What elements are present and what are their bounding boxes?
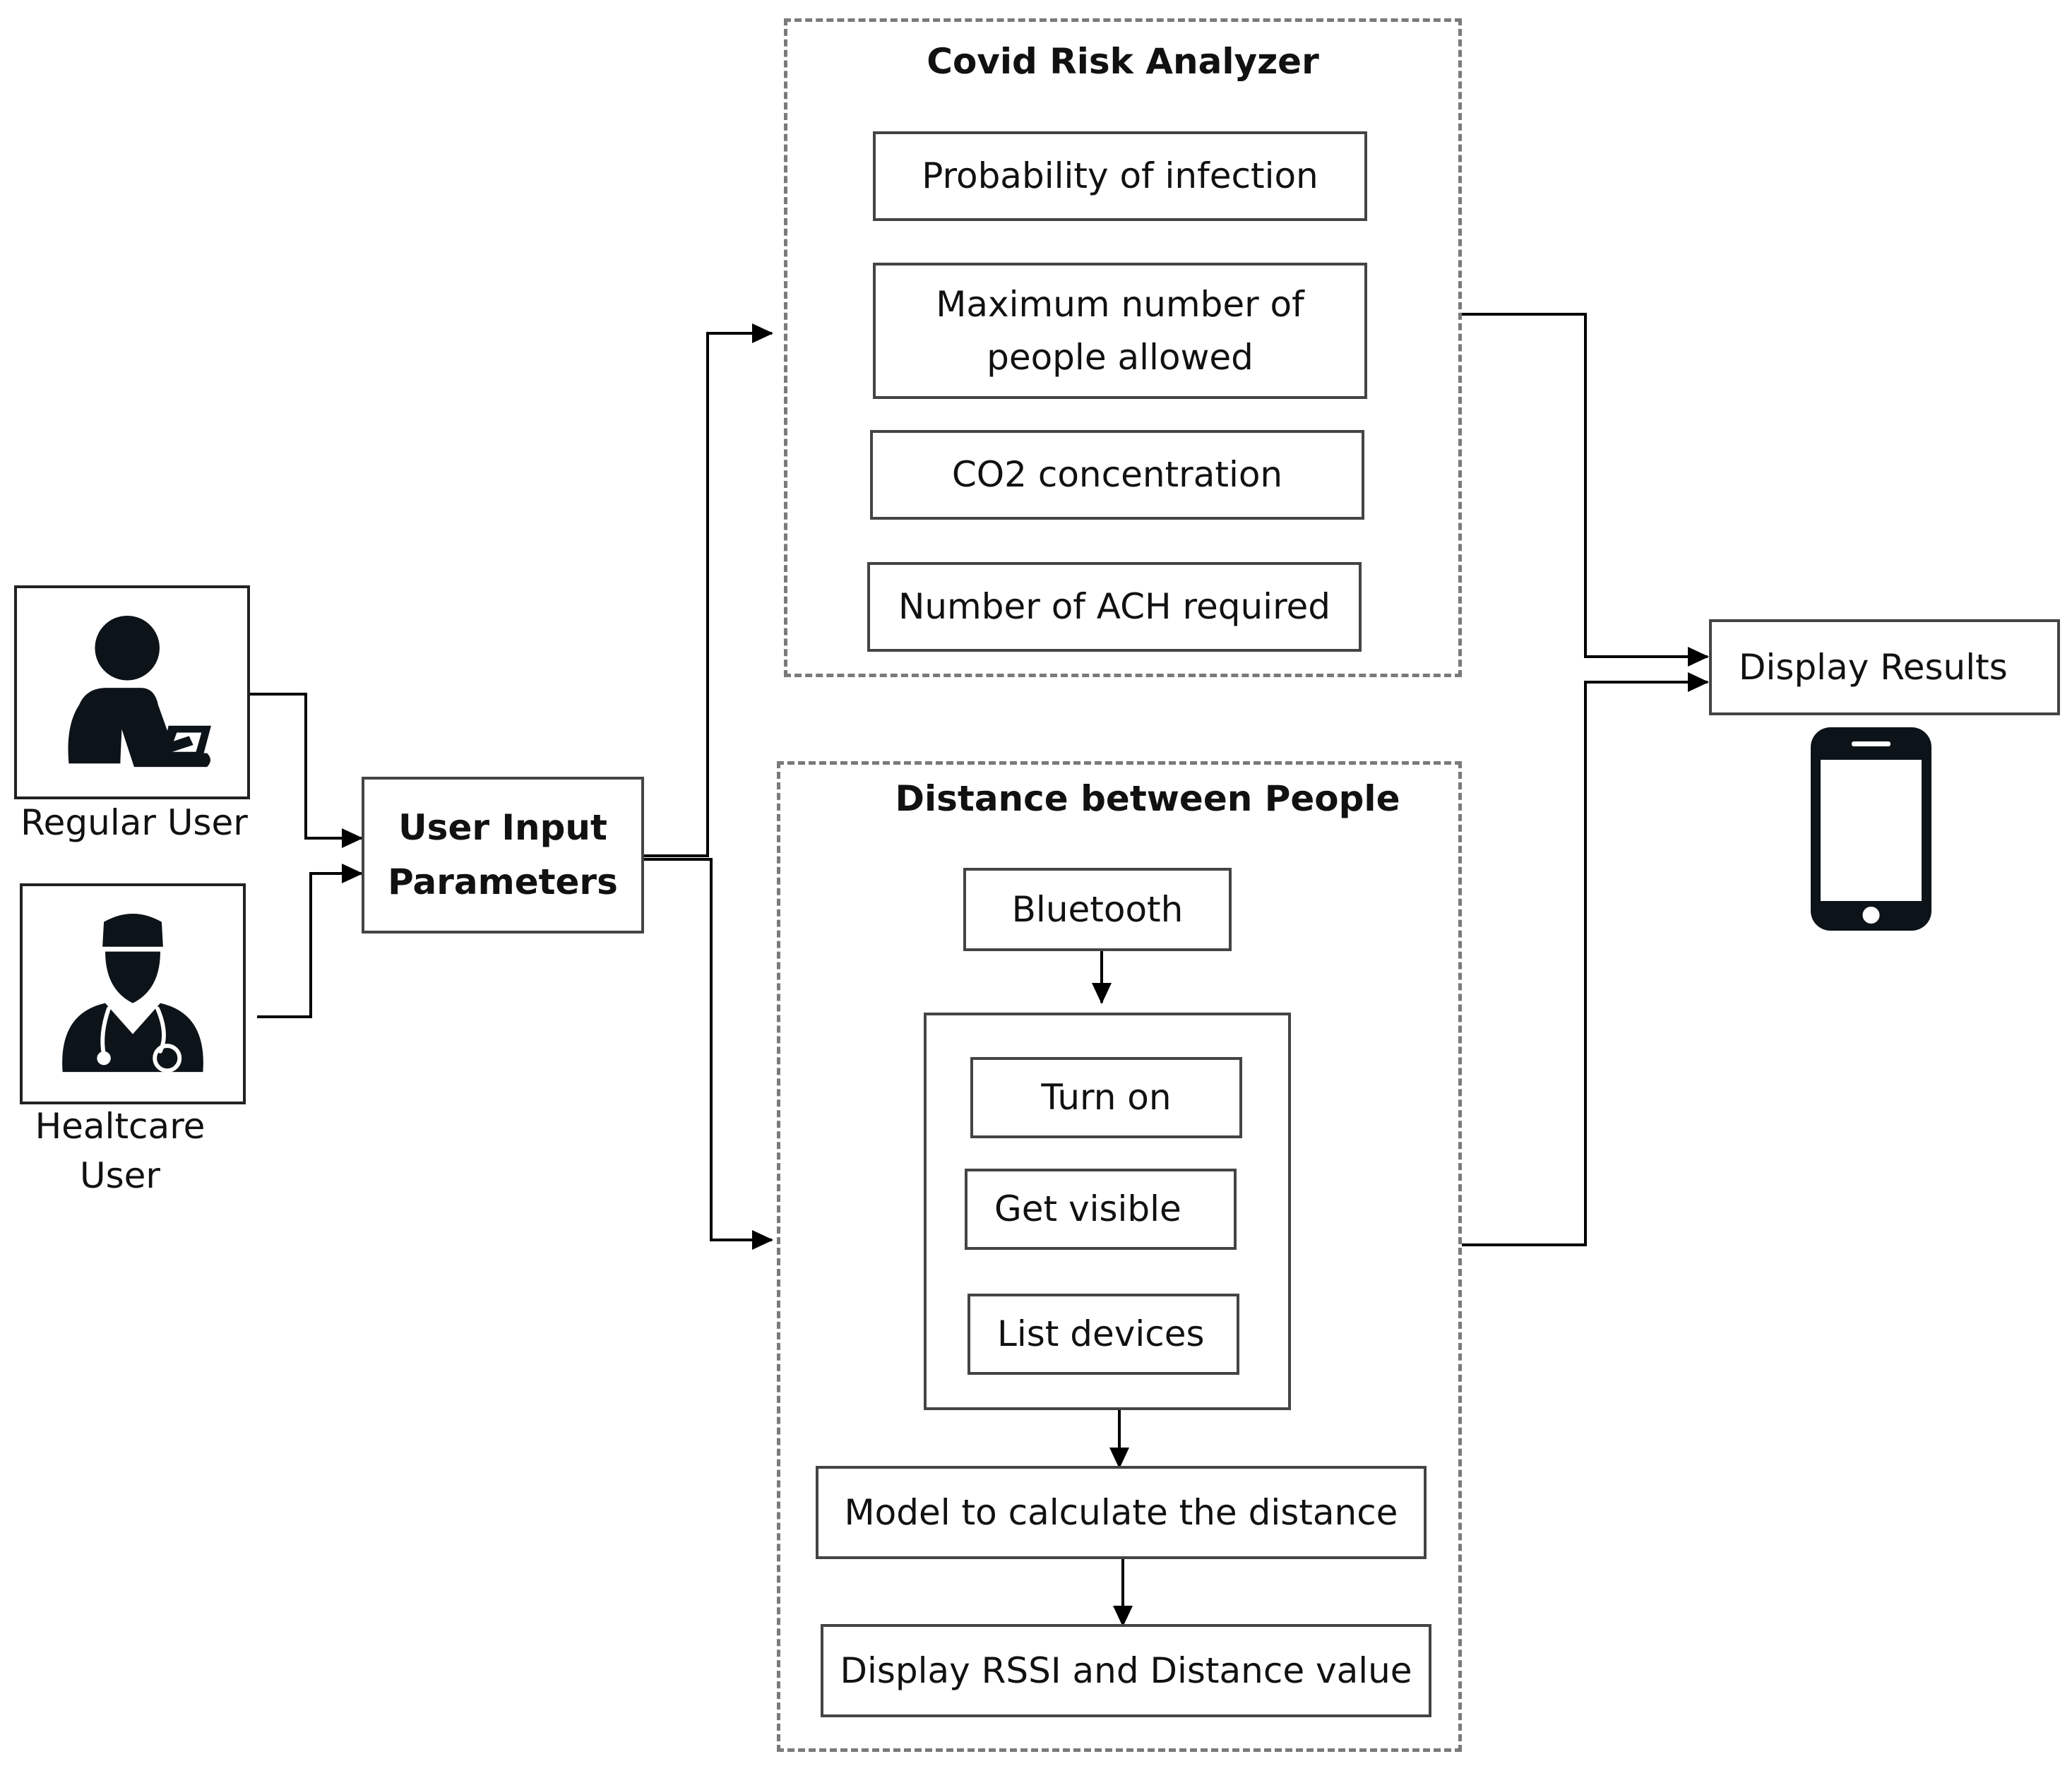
arrow-healthcare-to-input bbox=[257, 864, 363, 1018]
healthcare-user-label: Healtcare User bbox=[35, 1106, 206, 1196]
arrow-input-to-risk bbox=[644, 323, 773, 857]
display-rssi-distance-box: Display RSSI and Distance value bbox=[821, 1624, 1431, 1717]
probability-of-infection-box: Probability of infection bbox=[873, 131, 1367, 221]
display-results-box: Display Results bbox=[1709, 619, 2060, 715]
regular-user-label: Regular User bbox=[20, 802, 248, 843]
user-input-parameters-box: User Input Parameters bbox=[362, 777, 644, 933]
regular-user-frame bbox=[14, 585, 250, 799]
list-devices-box: List devices bbox=[967, 1294, 1239, 1375]
number-of-ach-box: Number of ACH required bbox=[867, 562, 1362, 652]
covid-risk-analyzer-group bbox=[784, 18, 1462, 677]
co2-concentration-box: CO2 concentration bbox=[870, 430, 1364, 520]
arrow-input-to-distance bbox=[644, 858, 773, 1250]
arrow-distance-to-display bbox=[1462, 672, 1709, 1246]
arrow-regular-to-input bbox=[250, 693, 363, 848]
bluetooth-box: Bluetooth bbox=[963, 868, 1232, 951]
model-calculate-distance-box: Model to calculate the distance bbox=[816, 1466, 1427, 1559]
user-with-phone-icon bbox=[68, 615, 211, 768]
healthcare-user-frame bbox=[20, 883, 246, 1104]
smartphone-frame bbox=[1809, 726, 1933, 932]
max-people-allowed-box: Maximum number of people allowed bbox=[873, 263, 1367, 399]
distance-between-people-group bbox=[777, 761, 1462, 1752]
smartphone-icon bbox=[1811, 727, 1931, 931]
arrow-risk-to-display bbox=[1462, 313, 1709, 667]
covid-risk-analyzer-title: Covid Risk Analyzer bbox=[927, 41, 1319, 82]
distance-between-people-title: Distance between People bbox=[895, 778, 1400, 819]
get-visible-box: Get visible bbox=[965, 1169, 1237, 1250]
turn-on-box: Turn on bbox=[970, 1057, 1242, 1138]
doctor-icon bbox=[62, 913, 203, 1073]
